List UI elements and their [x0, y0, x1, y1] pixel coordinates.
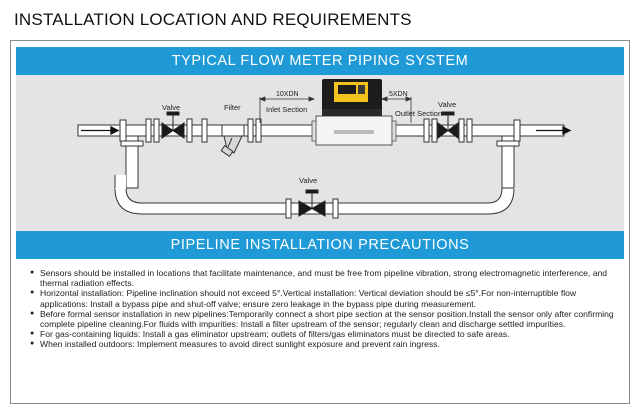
- piping-diagram-panel: Valve Filter 10XDN Inlet Section 5XDN Va…: [16, 75, 624, 231]
- piping-diagram: Valve Filter 10XDN Inlet Section 5XDN Va…: [77, 79, 572, 219]
- filter-icon: [220, 124, 245, 158]
- upstream-dimension: [258, 96, 316, 123]
- valve-label-right: Valve: [438, 100, 456, 109]
- flow-arrow-icon: [536, 125, 572, 136]
- upstream-length-label: 10XDN: [276, 91, 299, 98]
- list-item: For gas-containing liquids: Install a ga…: [30, 329, 615, 339]
- left-tee: [114, 119, 297, 215]
- page-title: INSTALLATION LOCATION AND REQUIREMENTS: [14, 10, 412, 29]
- bypass-valve-icon: [298, 189, 326, 217]
- outlet-section-label: Outlet Section: [395, 109, 442, 118]
- valve-flanges: [186, 118, 208, 143]
- inlet-section-flanges: [247, 118, 262, 143]
- list-item: Before formal sensor installation in new…: [30, 309, 615, 329]
- list-item: When installed outdoors: Implement measu…: [30, 339, 615, 349]
- inlet-valve-icon: [161, 111, 185, 139]
- outlet-section-flanges: [423, 118, 473, 143]
- inlet-flanges: [145, 118, 160, 143]
- flow-arrow-icon: [81, 125, 120, 136]
- precautions-list: Sensors should be installed in locations…: [30, 268, 615, 350]
- outlet-valve-icon: [437, 111, 459, 139]
- precautions-section-heading: PIPELINE INSTALLATION PRECAUTIONS: [16, 231, 624, 259]
- valve-label-left: Valve: [162, 103, 180, 112]
- valve-label-bypass: Valve: [299, 176, 317, 185]
- filter-label: Filter: [224, 103, 241, 112]
- downstream-dimension: [380, 96, 413, 123]
- flow-meter-icon: [311, 79, 397, 146]
- diagram-section-heading: TYPICAL FLOW METER PIPING SYSTEM: [16, 47, 624, 75]
- downstream-length-label: 5XDN: [389, 91, 408, 98]
- inlet-section-label: Inlet Section: [266, 105, 307, 114]
- list-item: Horizontal installation: Pipeline inclin…: [30, 288, 615, 308]
- list-item: Sensors should be installed in locations…: [30, 268, 615, 288]
